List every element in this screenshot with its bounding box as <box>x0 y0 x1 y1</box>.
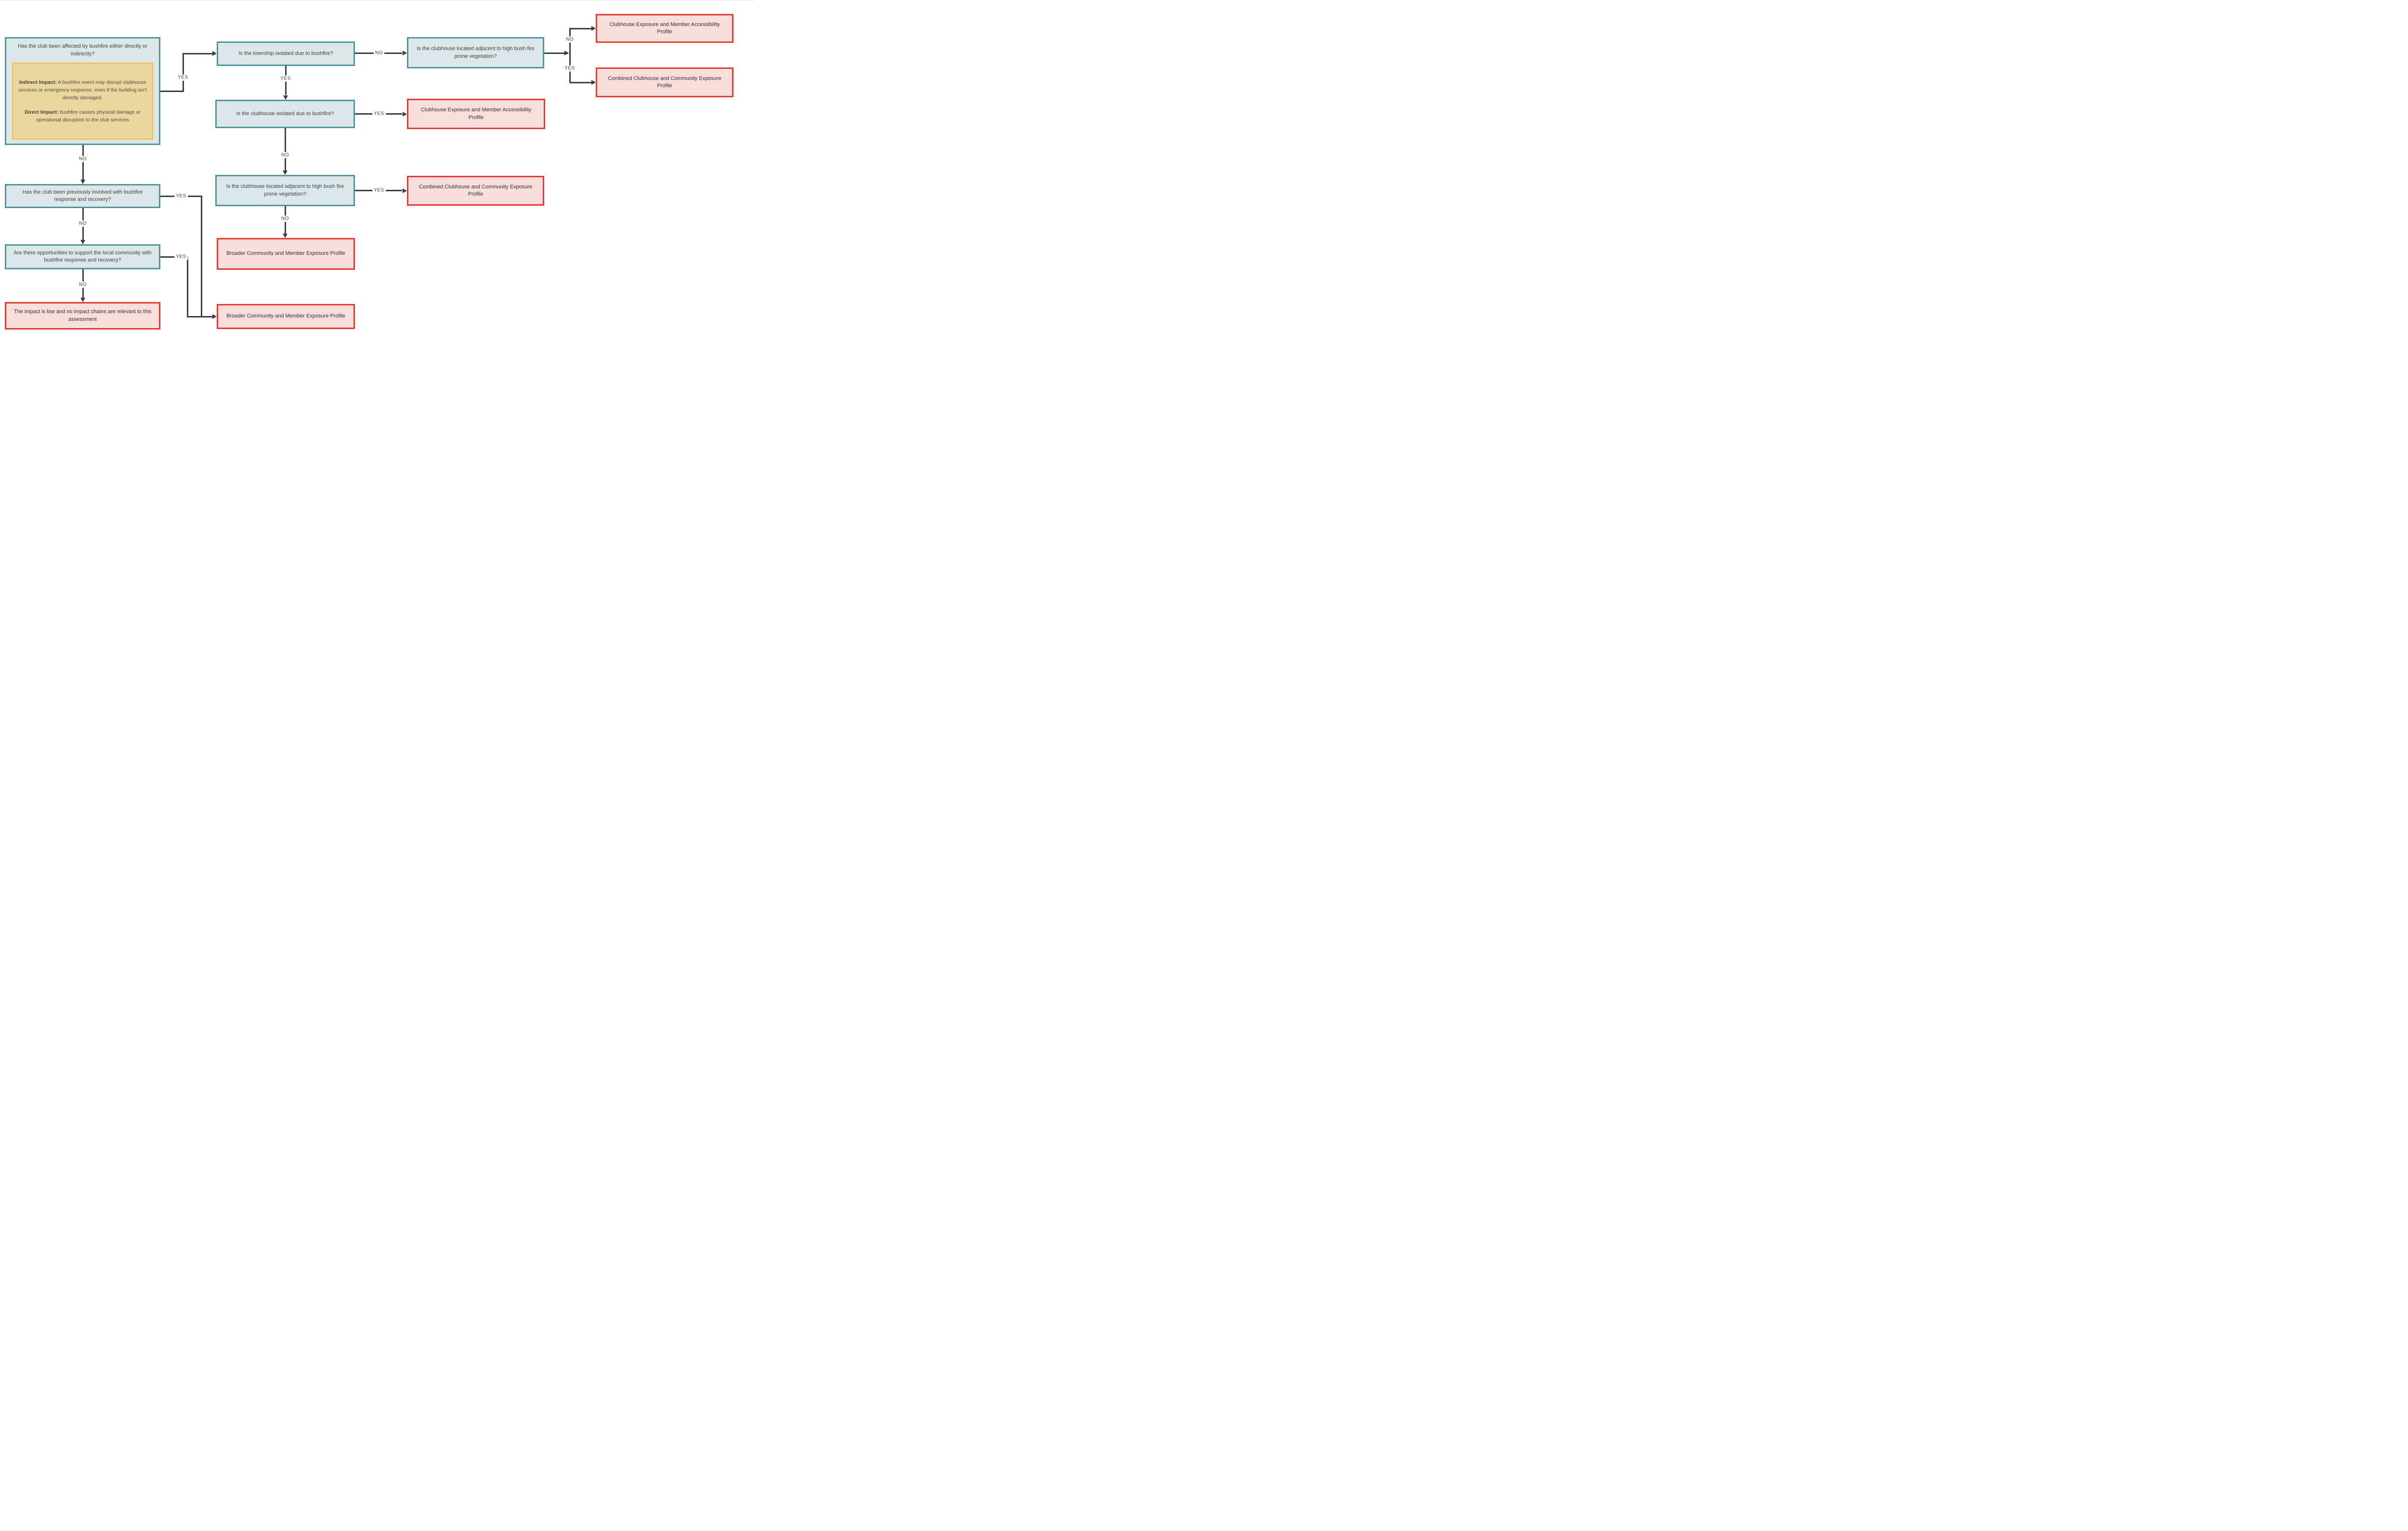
node-broader-profile-top-text: Broader Community and Member Exposure Pr… <box>226 251 345 257</box>
impact-definitions-note: Indirect Impact: A bushfire event may di… <box>12 63 153 140</box>
arrowhead-into-combined-profile-top <box>591 80 596 85</box>
edge-label-no: NO <box>78 281 88 288</box>
note-direct-text: bushfire causes physical damage or opera… <box>36 109 141 123</box>
edge-label-no: NO <box>78 156 88 162</box>
arrowhead-into-adjacent-mid <box>283 171 288 175</box>
edge-branch-yes-h <box>570 81 591 83</box>
node-broader-profile-bottom: Broader Community and Member Exposure Pr… <box>217 304 355 329</box>
edge-opportunities-yes-v <box>186 256 188 317</box>
edge-label-yes: YES <box>372 187 386 194</box>
node-adjacent-vegetation-mid: Is the clubhouse located adjacent to hig… <box>215 175 355 206</box>
edge-adjacent-top-out-h <box>544 52 568 54</box>
flowchart-canvas: Has the club been affected by bushfire e… <box>0 0 755 351</box>
arrowhead-into-adjacent-top <box>403 51 407 55</box>
arrowhead-branch-junction <box>564 51 569 55</box>
arrowhead-into-opportunities <box>80 240 85 244</box>
node-low-impact-text: The impact is low and no impact chains a… <box>13 309 152 322</box>
node-combined-profile-mid: Combined Clubhouse and Community Exposur… <box>407 176 544 206</box>
note-indirect-paragraph: Indirect Impact: A bushfire event may di… <box>18 79 147 102</box>
edge-label-yes: YES <box>372 110 386 117</box>
node-clubhouse-isolated-text: Is the clubhouse isolated due to bushfir… <box>236 110 334 117</box>
edge-label-yes: YES <box>176 74 190 81</box>
node-adjacent-vegetation-top: Is the clubhouse located adjacent to hig… <box>407 37 544 68</box>
node-clubhouse-profile-mid-text: Clubhouse Exposure and Member Accessibil… <box>420 107 532 120</box>
edge-affected-yes-h1 <box>160 90 183 92</box>
note-indirect-label: Indirect Impact: <box>19 79 57 85</box>
edge-label-no: NO <box>564 36 575 43</box>
node-adjacent-vegetation-top-text: Is the clubhouse located adjacent to hig… <box>417 46 535 59</box>
node-clubhouse-profile-top-text: Clubhouse Exposure and Member Accessibil… <box>609 21 720 35</box>
edge-clubhouse-isolated-no-v <box>284 128 286 171</box>
edge-merge-into-broader-bottom-h <box>187 316 212 317</box>
node-clubhouse-isolated: Is the clubhouse isolated due to bushfir… <box>215 100 355 128</box>
edge-label-yes: YES <box>174 193 188 199</box>
node-broader-profile-bottom-text: Broader Community and Member Exposure Pr… <box>226 313 345 319</box>
note-indirect-text: A bushfire event may disrupt clubhouse s… <box>18 79 147 101</box>
node-opportunities: Are there opportunities to support the l… <box>5 244 160 269</box>
arrowhead-into-clubhouse-isolated <box>283 95 288 100</box>
node-affected-title: Has the club been affected by bushfire e… <box>18 43 147 57</box>
note-direct-paragraph: Direct Impact: bushfire causes physical … <box>18 108 147 124</box>
node-broader-profile-top: Broader Community and Member Exposure Pr… <box>217 238 355 270</box>
node-township-isolated-text: Is the township isolated due to bushfire… <box>238 50 333 56</box>
node-low-impact: The impact is low and no impact chains a… <box>5 302 160 330</box>
node-combined-profile-mid-text: Combined Clubhouse and Community Exposur… <box>419 184 533 197</box>
edge-affected-no-v <box>82 145 84 180</box>
arrowhead-into-combined-profile-mid <box>403 188 407 193</box>
arrowhead-into-clubhouse-profile-mid <box>403 111 407 117</box>
node-clubhouse-profile-top: Clubhouse Exposure and Member Accessibil… <box>596 14 733 43</box>
arrowhead-into-clubhouse-profile-top <box>591 26 596 31</box>
edge-affected-yes-h2 <box>183 53 212 54</box>
arrowhead-into-broader-bottom <box>212 314 217 319</box>
edge-branch-no-h <box>570 27 591 29</box>
edge-label-yes: YES <box>174 253 188 260</box>
edge-affected-yes-v <box>182 53 184 92</box>
node-combined-profile-top-text: Combined Clubhouse and Community Exposur… <box>608 75 721 89</box>
edge-label-no: NO <box>78 220 88 227</box>
node-township-isolated: Is the township isolated due to bushfire… <box>217 41 355 66</box>
arrowhead-into-low-impact <box>80 298 85 302</box>
arrowhead-into-broader-top <box>283 234 288 238</box>
edge-label-no: NO <box>280 215 290 222</box>
edge-label-yes: YES <box>279 75 292 82</box>
node-clubhouse-profile-mid: Clubhouse Exposure and Member Accessibil… <box>407 99 545 129</box>
node-previously-involved-text: Has the club been previously involved wi… <box>22 189 143 202</box>
node-opportunities-text: Are there opportunities to support the l… <box>13 250 152 263</box>
note-direct-label: Direct Impact: <box>25 109 59 115</box>
node-combined-profile-top: Combined Clubhouse and Community Exposur… <box>596 67 733 97</box>
arrowhead-into-township <box>212 51 217 56</box>
node-previously-involved: Has the club been previously involved wi… <box>5 184 160 208</box>
edge-previously-yes-v <box>200 195 202 317</box>
edge-label-no: NO <box>374 50 384 56</box>
node-affected-by-bushfire: Has the club been affected by bushfire e… <box>5 37 160 145</box>
edge-label-no: NO <box>280 152 290 158</box>
edge-branch-v <box>569 27 571 82</box>
node-adjacent-vegetation-mid-text: Is the clubhouse located adjacent to hig… <box>226 184 344 197</box>
edge-label-yes: YES <box>563 65 576 72</box>
arrowhead-into-previously-involved <box>80 180 85 184</box>
edge-opportunities-yes-h <box>160 256 188 258</box>
